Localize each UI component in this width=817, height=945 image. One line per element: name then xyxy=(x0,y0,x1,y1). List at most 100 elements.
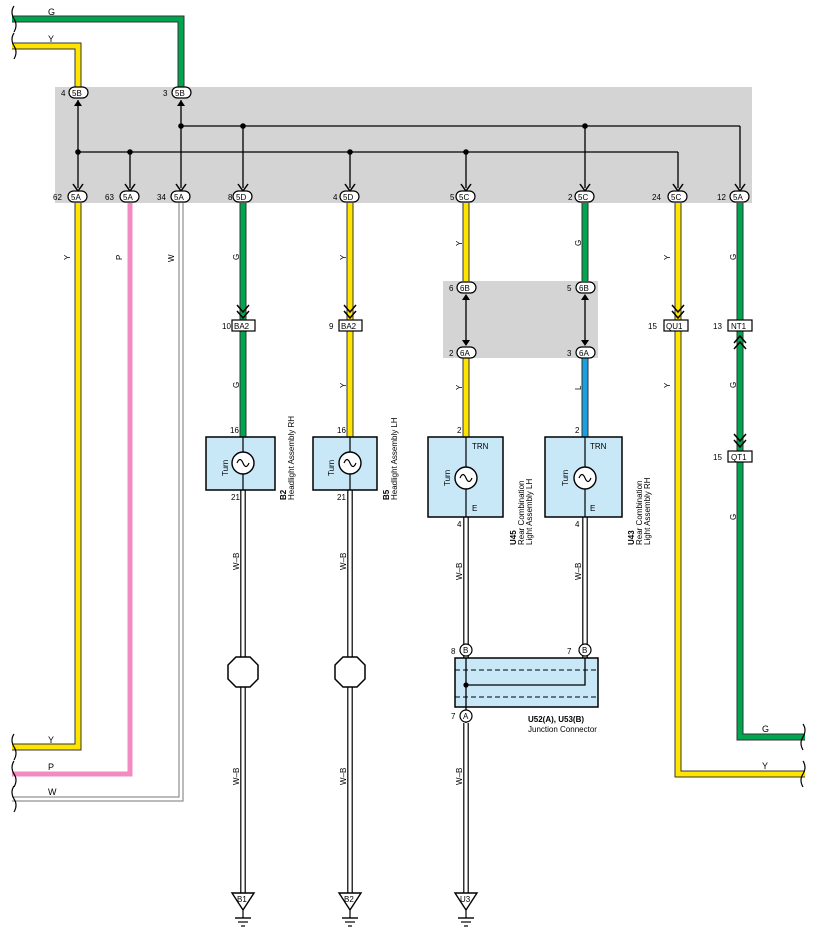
pin-number: 4 xyxy=(333,193,338,202)
connector-code: 5D xyxy=(236,193,246,202)
pin-number: 6 xyxy=(449,284,454,293)
wire-label: Y xyxy=(455,240,464,246)
wire-label: G xyxy=(232,254,241,260)
pin-number: 2 xyxy=(457,426,462,435)
component-b2: 16 Turn 21 B2 Headlight Assembly RH xyxy=(205,416,296,502)
connector-code: NT1 xyxy=(731,322,747,331)
wire-label: G xyxy=(232,382,241,388)
wire-label: Y xyxy=(339,382,348,388)
component-name-line1: Rear Combination xyxy=(635,481,644,545)
pin-number: 3 xyxy=(163,89,168,98)
lamp-label: Turn xyxy=(221,460,230,476)
connector-code: 5A xyxy=(733,193,743,202)
pin-number: 4 xyxy=(457,520,462,529)
pin-number: 7 xyxy=(451,712,456,721)
bottom-connector-4: 8 5D xyxy=(228,183,253,203)
pin-number: 16 xyxy=(337,426,346,435)
bus-junction-dots xyxy=(75,123,588,155)
connector-code: 6B xyxy=(460,284,470,293)
component-name-line2: Light Assembly LH xyxy=(525,479,534,545)
junction-block-middle xyxy=(443,281,598,358)
break-label-bottom-y: Y xyxy=(48,735,54,745)
wire-label: W–B xyxy=(455,563,464,580)
component-name-line1: Rear Combination xyxy=(517,481,526,545)
wire-label: W–B xyxy=(455,768,464,785)
connector-code: 5C xyxy=(459,193,469,202)
wire-label: P xyxy=(115,255,124,260)
wire-label: W–B xyxy=(339,553,348,570)
wire-label: G xyxy=(729,254,738,260)
pin-number: 2 xyxy=(449,349,454,358)
component-name: Headlight Assembly RH xyxy=(287,416,296,500)
wire-col9-g xyxy=(736,203,805,741)
break-label-bottom-p: P xyxy=(48,762,54,772)
wire-label: Y xyxy=(663,382,672,388)
bottom-connectors: 62 5A 63 5A 34 5A 8 5D 4 5D xyxy=(53,183,750,203)
pin-number: 2 xyxy=(568,193,573,202)
pin-number: 2 xyxy=(575,426,580,435)
connector-code: 5B xyxy=(72,89,82,98)
component-name-line2: Light Assembly RH xyxy=(643,477,652,545)
inline-connector-ba2-a: 10 BA2 xyxy=(222,304,256,332)
mid-box-internal xyxy=(465,300,586,340)
pin-number: 10 xyxy=(222,322,231,331)
wire-col2-p xyxy=(12,203,133,777)
inline-connector-nt1: 13 NT1 xyxy=(713,319,753,350)
connector-code: QT1 xyxy=(731,453,747,462)
ground-code: B2 xyxy=(344,895,354,904)
terminal-label: TRN xyxy=(590,442,607,451)
pin-number: 24 xyxy=(652,193,661,202)
lamp-label: Turn xyxy=(561,470,570,486)
inline-connector-ba2-b: 9 BA2 xyxy=(329,304,363,332)
wire-label: W–B xyxy=(339,768,348,785)
pin-number: 34 xyxy=(157,193,166,202)
break-label-top-g: G xyxy=(48,7,55,17)
inline-connector-qt1: 15 QT1 xyxy=(713,433,753,463)
pin-number: 63 xyxy=(105,193,114,202)
connector-code: A xyxy=(463,712,469,721)
top-connector-2: 3 5B xyxy=(163,86,192,106)
splice-octagons xyxy=(227,656,366,688)
pin-number: 9 xyxy=(329,322,334,331)
bottom-connector-8: 24 5C xyxy=(652,183,688,203)
component-code: U45 xyxy=(509,530,518,545)
wire-top-y xyxy=(12,42,82,87)
wire-col8-y xyxy=(674,203,805,778)
connector-code: 5B xyxy=(175,89,185,98)
bottom-connector-5: 4 5D xyxy=(333,183,360,203)
wb-wires xyxy=(240,490,588,895)
junction-connector: 8 B 7 B 7 A U52(A), U53(B) Junction Conn… xyxy=(451,643,599,734)
junction-block-top xyxy=(55,87,752,203)
pin-number: 3 xyxy=(567,349,572,358)
break-label-right-y: Y xyxy=(762,761,768,771)
pin-number: 12 xyxy=(717,193,726,202)
bottom-connector-6: 5 5C xyxy=(450,183,476,203)
wire-label: W–B xyxy=(232,553,241,570)
wire-label: W–B xyxy=(232,768,241,785)
terminal-label: TRN xyxy=(472,442,489,451)
pin-number: 21 xyxy=(337,493,346,502)
wire-label: Y xyxy=(339,254,348,260)
wire-label: Y xyxy=(63,254,72,260)
junction-name: Junction Connector xyxy=(528,725,597,734)
pin-number: 21 xyxy=(231,493,240,502)
ground-u3: U3 xyxy=(453,892,479,927)
pin-number: 8 xyxy=(228,193,233,202)
component-code: B2 xyxy=(279,489,288,500)
wire-label: Y xyxy=(663,254,672,260)
pin-number: 16 xyxy=(230,426,239,435)
bottom-connector-2: 63 5A xyxy=(105,183,140,203)
pin-number: 13 xyxy=(713,322,722,331)
connector-code: 5C xyxy=(671,193,681,202)
mid-connectors: 6 6B 5 6B 2 6A 3 6A xyxy=(449,281,596,359)
lamp-label: Turn xyxy=(327,460,336,476)
wire-color-labels: Y P W G G W–B W–B Y Y W–B W–B Y Y W–B W–… xyxy=(63,240,738,785)
wire-breaks xyxy=(11,5,806,813)
wire-label: G xyxy=(574,240,583,246)
wire-top-g xyxy=(12,15,185,87)
wire-label: W–B xyxy=(574,563,583,580)
connector-code: B xyxy=(463,646,468,655)
component-u43: 2 TRN Turn E 4 U43 Rear Combination Ligh… xyxy=(544,426,652,545)
wire-col3-w xyxy=(12,203,184,802)
